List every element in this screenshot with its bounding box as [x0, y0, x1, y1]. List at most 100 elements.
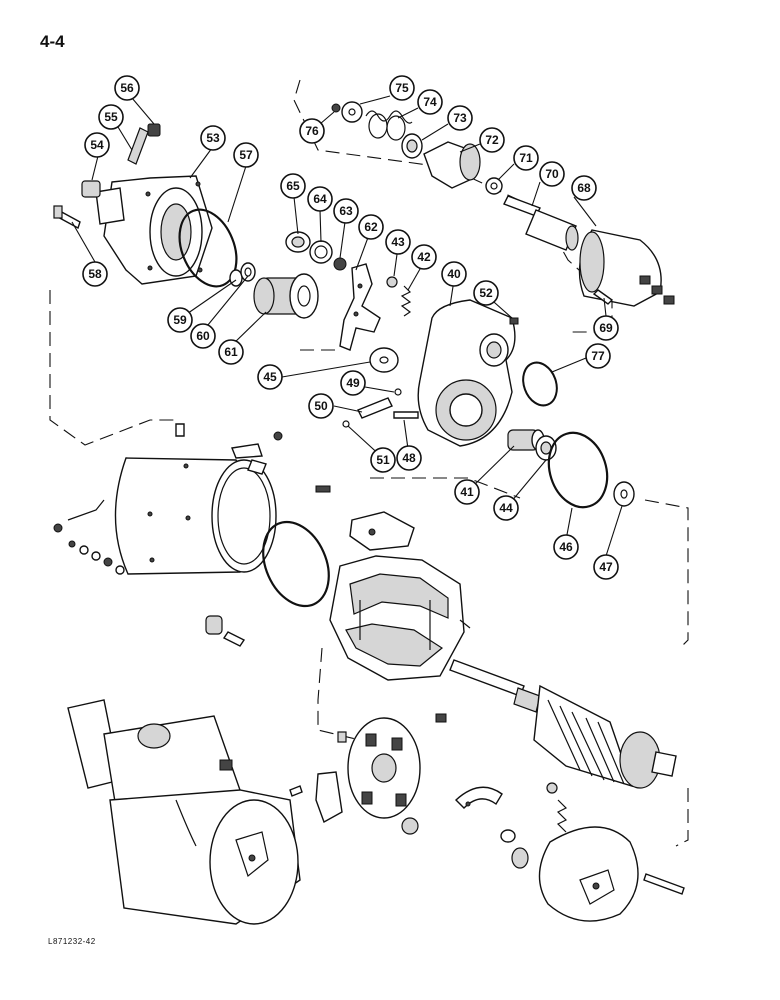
washer-71-part: [485, 177, 503, 195]
pinion-drive-part: [253, 273, 319, 319]
solenoid-68-part: [578, 229, 675, 307]
svg-text:74: 74: [423, 95, 437, 109]
leader-lines: [71, 95, 623, 557]
svg-text:65: 65: [286, 179, 300, 193]
svg-text:61: 61: [224, 345, 238, 359]
callout-69: 69: [593, 315, 619, 341]
washer-64-part: [309, 240, 333, 264]
svg-text:72: 72: [485, 133, 499, 147]
spring-74-part: [365, 110, 413, 141]
small-bolt-part: [222, 631, 246, 647]
callout-74: 74: [417, 89, 443, 115]
callout-76: 76: [299, 118, 325, 144]
callout-59: 59: [167, 307, 193, 333]
svg-text:52: 52: [479, 286, 493, 300]
plug-52-part: [509, 317, 519, 325]
grommet-part: [401, 817, 419, 835]
svg-text:55: 55: [104, 110, 118, 124]
svg-text:63: 63: [339, 204, 353, 218]
callout-47: 47: [593, 554, 619, 580]
end-spring-part: [556, 799, 568, 833]
nut-76-part: [331, 103, 341, 113]
svg-text:54: 54: [90, 138, 104, 152]
callout-53: 53: [200, 125, 226, 151]
svg-text:62: 62: [364, 220, 378, 234]
callout-55: 55: [98, 104, 124, 130]
bushing-part: [81, 180, 101, 198]
svg-text:68: 68: [577, 181, 591, 195]
callout-63: 63: [333, 198, 359, 224]
bushing-end-part: [511, 847, 529, 869]
callout-44: 44: [493, 495, 519, 521]
cup-73-part: [401, 133, 423, 159]
bolt-part: [53, 205, 81, 230]
callout-57: 57: [233, 142, 259, 168]
callout-68: 68: [571, 175, 597, 201]
callout-62: 62: [358, 214, 384, 240]
o-ring-57-part: [178, 208, 238, 288]
armature-group-outline: [675, 788, 689, 847]
nut-63-part: [333, 257, 347, 271]
reference-code: L871232-42: [48, 937, 96, 946]
screw-top-part: [175, 423, 185, 437]
callout-70: 70: [539, 161, 565, 187]
intermediate-housing-part: [417, 299, 516, 447]
brush-holder-part: [337, 731, 347, 743]
small-washer-part: [500, 829, 516, 843]
armature-part: [449, 659, 677, 789]
wick-part: [127, 127, 149, 165]
terminal-hardware-part: [53, 499, 125, 575]
drive-housing-part: [95, 175, 213, 285]
sleeve-part: [205, 615, 223, 635]
screw-48-part: [393, 411, 419, 419]
o-ring-77-part: [522, 361, 558, 407]
small-screw-part: [289, 785, 303, 797]
callout-43: 43: [385, 229, 411, 255]
svg-text:41: 41: [460, 485, 474, 499]
svg-text:77: 77: [591, 349, 605, 363]
svg-text:49: 49: [346, 376, 360, 390]
pivot-pin-50-part: [357, 397, 393, 419]
svg-text:59: 59: [173, 313, 187, 327]
terminal-bracket-part: [231, 431, 283, 475]
svg-text:76: 76: [305, 124, 319, 138]
key-part: [315, 485, 331, 493]
callout-58: 58: [82, 261, 108, 287]
assembled-starter-part: [67, 699, 301, 925]
callout-45: 45: [257, 364, 283, 390]
washer-60-part: [240, 262, 256, 282]
screw-69-part: [592, 289, 614, 305]
ring-51-part: [342, 420, 350, 428]
shaft-70-part: [503, 195, 579, 251]
svg-text:75: 75: [395, 81, 409, 95]
callout-64: 64: [307, 186, 333, 212]
spring-42-part: [400, 285, 412, 317]
svg-text:69: 69: [599, 321, 613, 335]
brush-connector-part: [315, 771, 343, 824]
brush-group-outline: [317, 647, 361, 741]
callout-75: 75: [389, 75, 415, 101]
callout-48: 48: [396, 445, 422, 471]
svg-text:45: 45: [263, 370, 277, 384]
svg-text:48: 48: [402, 451, 416, 465]
svg-text:50: 50: [314, 399, 328, 413]
callout-73: 73: [447, 105, 473, 131]
svg-text:71: 71: [519, 151, 533, 165]
drive-housing-group-outline: [49, 290, 340, 446]
frame-group-outline: [370, 477, 689, 649]
plunger-72-part: [423, 141, 481, 189]
pin-43-part: [386, 276, 398, 288]
svg-text:56: 56: [120, 81, 134, 95]
svg-text:64: 64: [313, 192, 327, 206]
washer-45-part: [369, 347, 399, 373]
callout-42: 42: [411, 244, 437, 270]
page-number: 4-4: [40, 32, 65, 51]
washer-47-part: [613, 481, 635, 507]
end-frame-part: [538, 826, 639, 922]
callout-49: 49: [340, 370, 366, 396]
brush-plate-part: [347, 717, 421, 819]
callout-71: 71: [513, 145, 539, 171]
svg-text:70: 70: [545, 167, 559, 181]
o-ring-46-part: [547, 431, 609, 509]
